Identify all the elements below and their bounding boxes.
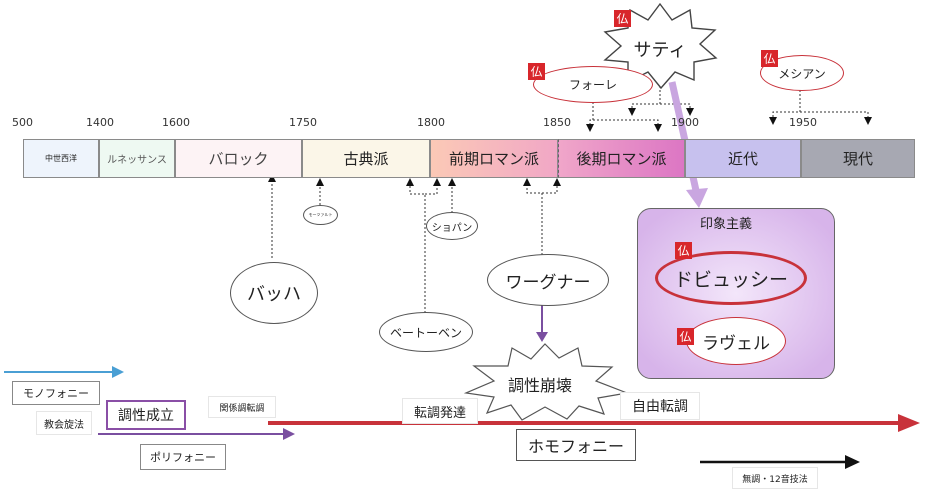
tonality-established-label: 調性成立 — [106, 400, 186, 430]
composer-wagner: ワーグナー — [487, 254, 609, 306]
polyphony-label: ポリフォニー — [140, 444, 226, 470]
french-flag-icon: 仏 — [761, 50, 778, 67]
modulation-development-label: 転調発達 — [402, 398, 478, 424]
related-key-modulation-label: 関係調転調 — [208, 396, 276, 418]
year-label: 500 — [12, 116, 33, 129]
atonal-12tone-label: 無調・12音技法 — [732, 467, 818, 489]
year-label: 1400 — [86, 116, 114, 129]
era-baroque: バロック — [175, 139, 302, 178]
year-label: 1900 — [671, 116, 699, 129]
french-flag-icon: 仏 — [675, 242, 692, 259]
era-contemporary: 現代 — [801, 139, 915, 178]
composer-bach: バッハ — [230, 262, 318, 324]
tonal-collapse-label: 調性崩壊 — [508, 376, 573, 395]
year-label: 1950 — [789, 116, 817, 129]
era-modern: 近代 — [685, 139, 801, 178]
satie-burst — [603, 2, 718, 90]
church-modes-label: 教会旋法 — [36, 411, 92, 435]
monophony-label: モノフォニー — [12, 381, 100, 405]
composer-debussy: ドビュッシー — [655, 251, 807, 305]
french-flag-icon: 仏 — [528, 63, 545, 80]
composer-satie: サティ — [633, 40, 687, 61]
year-label: 1800 — [417, 116, 445, 129]
composer-beethoven: ベートーベン — [379, 312, 473, 352]
tonal-collapse-burst — [463, 343, 630, 421]
impressionism-title: 印象主義 — [700, 217, 753, 232]
composer-ravel: ラヴェル — [686, 317, 786, 365]
era-classical: 古典派 — [302, 139, 430, 178]
era-medieval: 中世西洋 — [23, 139, 99, 178]
composer-faure: フォーレ — [533, 66, 653, 103]
free-modulation-label: 自由転調 — [620, 392, 700, 420]
french-flag-icon: 仏 — [614, 10, 631, 27]
era-renaissance: ルネッサンス — [99, 139, 175, 178]
composer-chopin: ショパン — [426, 212, 478, 240]
year-label: 1750 — [289, 116, 317, 129]
french-flag-icon: 仏 — [677, 328, 694, 345]
year-label: 1850 — [543, 116, 571, 129]
era-late-romantic: 後期ロマン派 — [558, 139, 685, 178]
homophony-label: ホモフォニー — [516, 429, 636, 461]
era-early-romantic: 前期ロマン派 — [430, 139, 558, 178]
year-label: 1600 — [162, 116, 190, 129]
composer-mozart: モーツァルト — [303, 205, 338, 225]
